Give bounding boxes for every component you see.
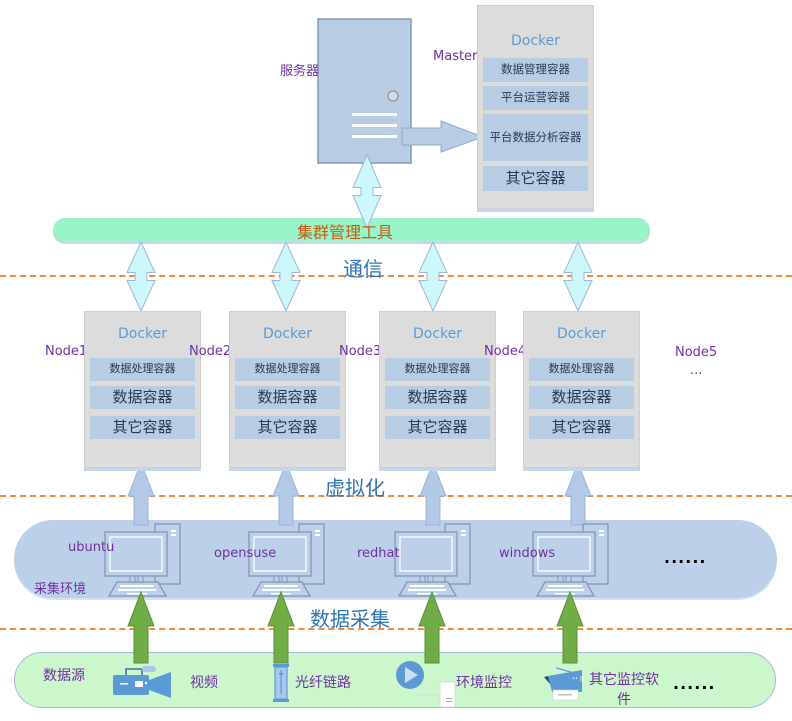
node2-container-processing: 数据处理容器 xyxy=(235,358,340,381)
media-play-icon xyxy=(396,661,456,708)
server-to-master-arrow xyxy=(401,120,485,153)
computer-icon-windows xyxy=(532,523,609,597)
server-cluster-double-arrow xyxy=(352,153,382,230)
source-label-other-monitor: 其它监控软件 xyxy=(589,672,659,708)
collection-more-ellipsis: ...... xyxy=(664,548,707,567)
master-container-data-analysis: 平台数据分析容器 xyxy=(483,114,588,161)
node4-docker-box: Docker 数据处理容器 数据容器 其它容器 xyxy=(523,311,640,468)
node4-container-data: 数据容器 xyxy=(529,386,634,409)
server-icon xyxy=(317,18,412,164)
cluster-node4-double-arrow xyxy=(563,240,593,313)
section-communication: 通信 xyxy=(343,257,383,281)
node2-container-other: 其它容器 xyxy=(235,416,340,439)
os-label-windows: windows xyxy=(499,546,556,561)
cluster-management-band xyxy=(53,218,650,242)
node4-docker-title: Docker xyxy=(556,326,607,342)
data-source-band xyxy=(14,652,776,708)
video-camera-icon xyxy=(113,666,171,698)
node2-docker-box: Docker 数据处理容器 数据容器 其它容器 xyxy=(229,311,346,468)
source-more-ellipsis: ...... xyxy=(673,674,716,693)
cluster-node3-double-arrow xyxy=(418,240,448,313)
master-docker-title: Docker xyxy=(510,33,561,49)
os-label-redhat: redhat xyxy=(357,546,400,561)
data-collection-arrow-3 xyxy=(418,590,446,664)
node3-label: Node3 xyxy=(339,344,382,359)
data-collection-arrow-1 xyxy=(127,590,155,664)
virtualization-arrow-3 xyxy=(419,461,447,526)
node1-container-processing: 数据处理容器 xyxy=(90,358,195,381)
node3-container-processing: 数据处理容器 xyxy=(385,358,490,381)
server-label: 服务器 xyxy=(280,64,320,79)
computer-icon-opensuse xyxy=(248,523,325,597)
cluster-management-tool-label: 集群管理工具 xyxy=(297,223,394,242)
computer-icon-ubuntu xyxy=(104,523,181,597)
node4-container-other: 其它容器 xyxy=(529,416,634,439)
source-label-fiber: 光纤链路 xyxy=(295,675,351,691)
node3-container-data: 数据容器 xyxy=(385,386,490,409)
data-collection-arrow-4 xyxy=(556,590,584,664)
master-container-other: 其它容器 xyxy=(483,166,588,191)
source-label-video: 视频 xyxy=(190,675,218,691)
section-virtualization: 虚拟化 xyxy=(325,476,385,500)
separator-data-collection xyxy=(0,628,792,630)
cluster-node2-double-arrow xyxy=(271,240,301,313)
separator-communication xyxy=(0,275,792,277)
node3-docker-box: Docker 数据处理容器 数据容器 其它容器 xyxy=(379,311,496,468)
node3-container-other: 其它容器 xyxy=(385,416,490,439)
node2-docker-title: Docker xyxy=(262,326,313,342)
node4-container-processing: 数据处理容器 xyxy=(529,358,634,381)
computer-icon-redhat xyxy=(394,523,471,597)
cluster-node1-double-arrow xyxy=(126,240,156,313)
master-docker-box: Docker 数据管理容器 平台运营容器 平台数据分析容器 其它容器 xyxy=(477,5,594,209)
node2-container-data: 数据容器 xyxy=(235,386,340,409)
virtualization-arrow-2 xyxy=(272,461,300,526)
node1-docker-box: Docker 数据处理容器 数据容器 其它容器 xyxy=(84,311,201,468)
master-container-platform-ops: 平台运营容器 xyxy=(483,86,588,110)
node2-label: Node2 xyxy=(189,344,232,359)
virtualization-arrow-1 xyxy=(127,461,155,526)
data-source-label: 数据源 xyxy=(43,668,85,684)
master-label: Master xyxy=(433,49,478,64)
node1-docker-title: Docker xyxy=(117,326,168,342)
node3-docker-title: Docker xyxy=(412,326,463,342)
separator-virtualization xyxy=(0,495,792,497)
os-label-opensuse: opensuse xyxy=(214,546,277,561)
master-container-data-management: 数据管理容器 xyxy=(483,58,588,82)
node5-label: Node5 xyxy=(675,345,718,360)
node1-container-other: 其它容器 xyxy=(90,416,195,439)
svg-text:•• |||: •• ||| xyxy=(572,676,585,682)
os-label-ubuntu: ubuntu xyxy=(68,540,115,555)
virtualization-arrow-4 xyxy=(564,461,592,526)
node4-label: Node4 xyxy=(484,344,527,359)
node1-label: Node1 xyxy=(45,344,88,359)
node-more-ellipsis: ... xyxy=(690,363,703,378)
printer-icon: •• ||| xyxy=(544,667,585,701)
section-data-collection: 数据采集 xyxy=(310,607,390,631)
source-label-env-monitor: 环境监控 xyxy=(456,675,512,691)
collection-environment-label: 采集环境 xyxy=(34,582,87,597)
data-collection-arrow-2 xyxy=(267,590,295,664)
fiber-link-icon xyxy=(273,664,289,702)
node1-container-data: 数据容器 xyxy=(90,386,195,409)
